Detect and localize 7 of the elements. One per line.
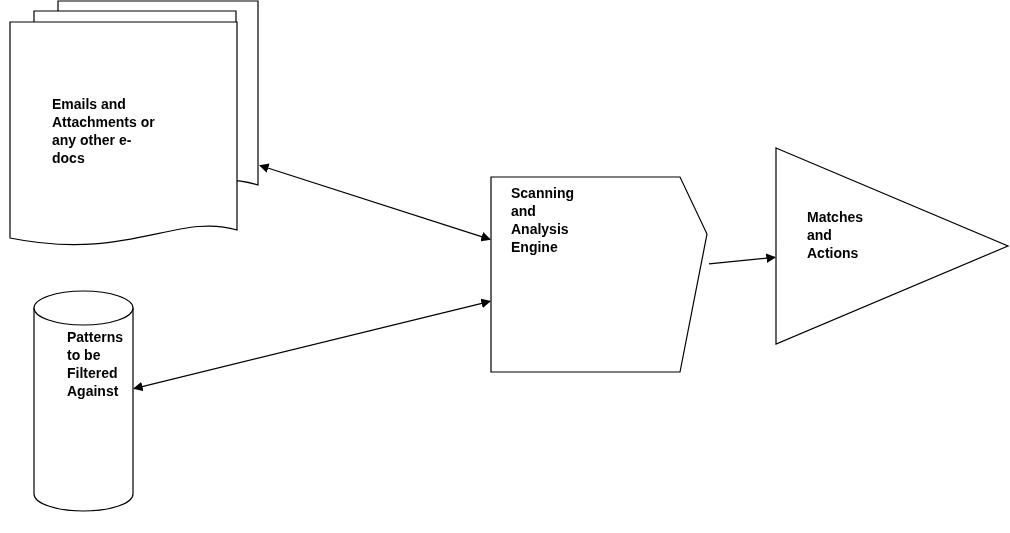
arrow [259,163,491,242]
node-label: Matches and Actions [807,208,865,262]
arrow [708,253,776,265]
node-label: Patterns to be Filtered Against [67,328,125,400]
node-label: Emails and Attachments or any other e-docs [52,95,156,167]
arrow [133,298,491,392]
node-label: Scanning and Analysis Engine [511,184,575,256]
